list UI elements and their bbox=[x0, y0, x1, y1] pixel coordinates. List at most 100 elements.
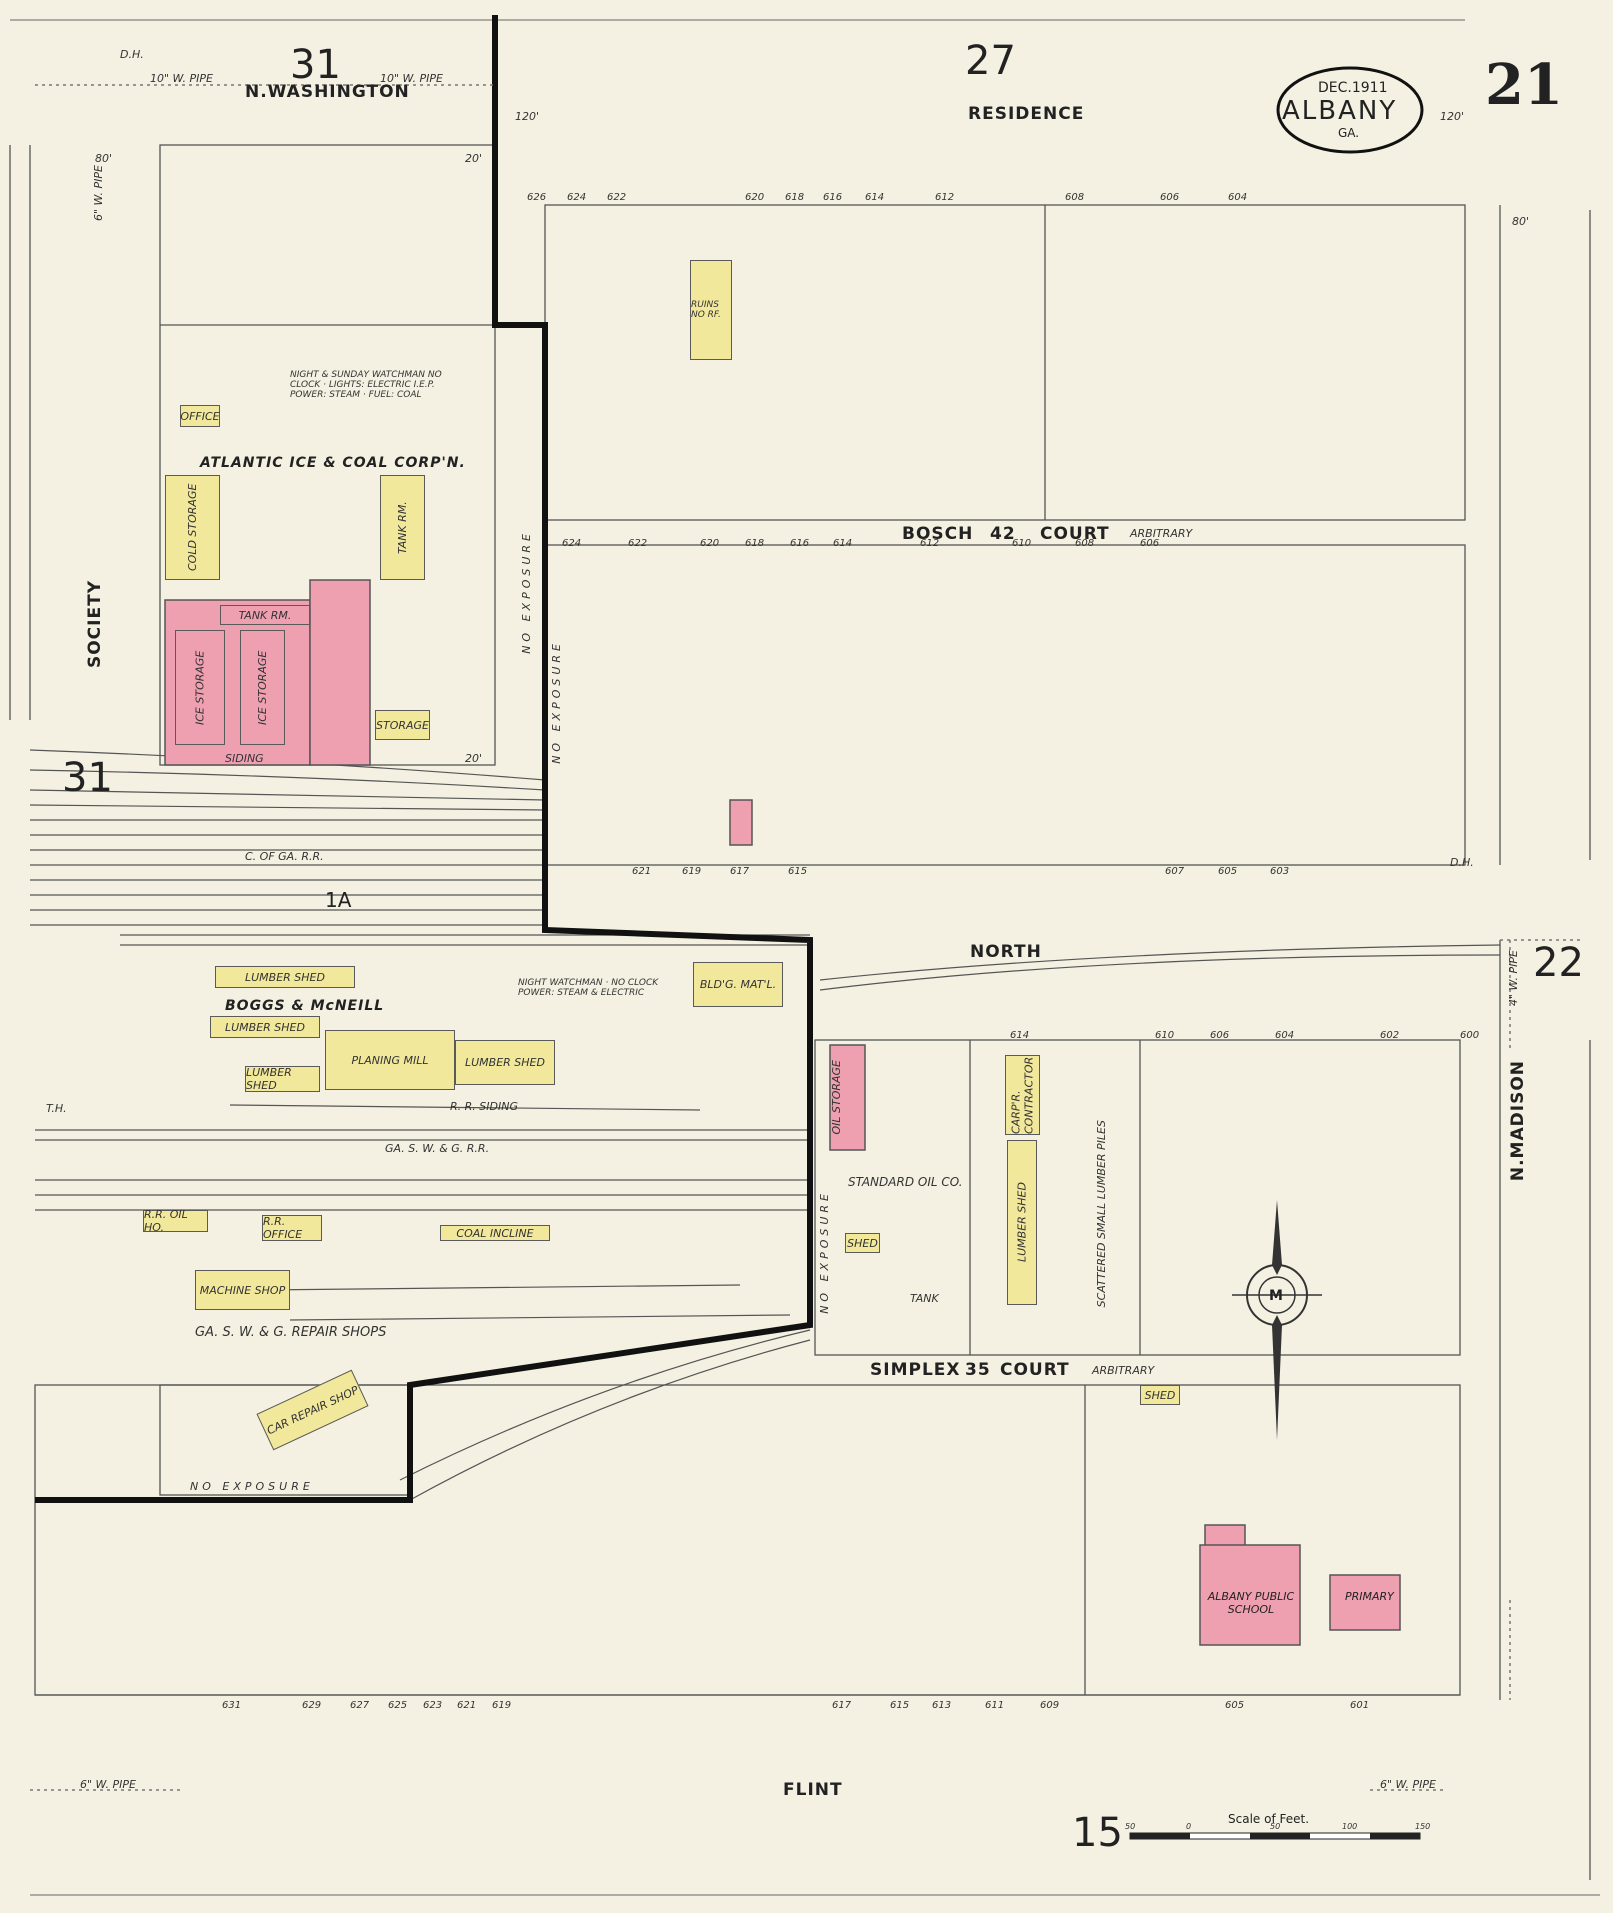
house-number: 604 bbox=[1228, 192, 1248, 203]
street-bosch-arbitrary: ARBITRARY bbox=[1130, 527, 1193, 540]
street-north: NORTH bbox=[970, 942, 1042, 962]
adjacent-sheet-top-center: 27 bbox=[965, 38, 1016, 84]
house-number: 606 bbox=[1210, 1030, 1230, 1041]
house-number: 604 bbox=[1275, 1030, 1295, 1041]
house-number: 624 bbox=[567, 192, 587, 203]
house-number: 615 bbox=[788, 866, 808, 877]
dimension-120-right: 120' bbox=[1440, 110, 1465, 123]
primary-school-label: PRIMARY bbox=[1345, 1590, 1394, 1603]
residence-label: RESIDENCE bbox=[968, 104, 1085, 124]
rr-oil-house: R.R. OIL HO. bbox=[143, 1208, 208, 1234]
tank-label: TANK bbox=[910, 1292, 939, 1305]
dimension-20-mid: 20' bbox=[465, 752, 483, 765]
no-exposure-bottom: NO EXPOSURE bbox=[190, 1480, 314, 1493]
tank-room-right: TANK RM. bbox=[380, 475, 425, 580]
simplex-shed: SHED bbox=[1140, 1385, 1180, 1405]
house-number: 603 bbox=[1270, 866, 1290, 877]
albany-public-school-label: ALBANY PUBLIC SCHOOL bbox=[1207, 1590, 1295, 1616]
house-number: 602 bbox=[1380, 1030, 1400, 1041]
lumber-shed-4: LUMBER SHED bbox=[455, 1040, 555, 1085]
lumber-shed-2: LUMBER SHED bbox=[210, 1016, 320, 1038]
atlantic-ice-label: ATLANTIC ICE & COAL CORP'N. bbox=[200, 455, 466, 471]
house-number: 622 bbox=[607, 192, 627, 203]
scale-tick-4: 150 bbox=[1415, 1822, 1431, 1831]
street-simplex: SIMPLEX bbox=[870, 1360, 961, 1380]
dh-marker-top: D.H. bbox=[120, 48, 144, 61]
dimension-120-top: 120' bbox=[515, 110, 540, 123]
pipe-label-washington-east: 10" W. PIPE bbox=[380, 72, 443, 85]
office-building-atlantic: OFFICE bbox=[180, 405, 220, 427]
house-number: 618 bbox=[745, 538, 765, 549]
scale-tick-1: 0 bbox=[1186, 1822, 1192, 1831]
adjacent-sheet-left: 31 bbox=[62, 755, 113, 801]
street-bosch: BOSCH bbox=[902, 524, 974, 544]
house-number: 605 bbox=[1218, 866, 1238, 877]
scale-tick-2: 50 bbox=[1270, 1822, 1281, 1831]
house-number: 623 bbox=[423, 1700, 443, 1711]
house-number: 608 bbox=[1075, 538, 1095, 549]
no-exposure-vertical-3: NO EXPOSURE bbox=[818, 1190, 831, 1314]
scale-title: Scale of Feet. bbox=[1228, 1812, 1310, 1826]
street-simplex-number: 35 bbox=[965, 1360, 991, 1380]
watchman-note: NIGHT & SUNDAY WATCHMAN NO CLOCK · LIGHT… bbox=[290, 370, 442, 400]
house-number: 608 bbox=[1065, 192, 1085, 203]
no-exposure-vertical-2: NO EXPOSURE bbox=[550, 640, 563, 764]
house-number: 614 bbox=[833, 538, 853, 549]
house-number: 616 bbox=[823, 192, 843, 203]
ga-sw-gr-label: GA. S. W. & G. R.R. bbox=[385, 1142, 490, 1155]
no-exposure-vertical-1: NO EXPOSURE bbox=[520, 530, 533, 654]
c-of-ga-rr-label: C. OF GA. R.R. bbox=[245, 850, 324, 863]
machine-shop: MACHINE SHOP bbox=[195, 1270, 290, 1310]
street-n-madison: N.MADISON bbox=[1508, 1060, 1528, 1182]
lumber-shed-3: LUMBER SHED bbox=[245, 1066, 320, 1092]
scattered-lumber-label: SCATTERED SMALL LUMBER PILES bbox=[1095, 1120, 1108, 1308]
pipe-label-madison: 4" W. PIPE bbox=[1507, 950, 1520, 1006]
house-number: 614 bbox=[1010, 1030, 1030, 1041]
house-number: 610 bbox=[1012, 538, 1032, 549]
rr-siding-label: R. R. SIDING bbox=[450, 1100, 518, 1113]
oil-storage-label: OIL STORAGE bbox=[830, 1060, 843, 1135]
storage-building: STORAGE bbox=[375, 710, 430, 740]
house-number: 605 bbox=[1225, 1700, 1245, 1711]
house-number: 612 bbox=[935, 192, 955, 203]
compass-rose-icon: M bbox=[1232, 1200, 1322, 1440]
cold-storage-building: COLD STORAGE bbox=[165, 475, 220, 580]
dimension-20-top: 20' bbox=[465, 152, 483, 165]
sheet-city: ALBANY bbox=[1282, 96, 1398, 126]
lumber-shed-5: LUMBER SHED bbox=[1007, 1140, 1037, 1305]
lumber-shed-1: LUMBER SHED bbox=[215, 966, 355, 988]
house-number: 622 bbox=[628, 538, 648, 549]
coal-incline: COAL INCLINE bbox=[440, 1225, 550, 1241]
house-number: 625 bbox=[388, 1700, 408, 1711]
house-number: 610 bbox=[1155, 1030, 1175, 1041]
dimension-80-society: 80' bbox=[95, 152, 113, 165]
tank-room-building: TANK RM. bbox=[220, 605, 310, 625]
adjacent-sheet-top-left: 31 bbox=[290, 42, 341, 88]
scale-tick-0: 50 bbox=[1125, 1822, 1136, 1831]
house-number: 629 bbox=[302, 1700, 322, 1711]
street-flint: FLINT bbox=[783, 1780, 843, 1800]
house-number: 621 bbox=[457, 1700, 477, 1711]
dimension-80-madison: 80' bbox=[1512, 215, 1530, 228]
house-number: 612 bbox=[920, 538, 940, 549]
street-society: SOCIETY bbox=[85, 580, 105, 669]
house-number: 617 bbox=[730, 866, 750, 877]
pipe-label-flint-west: 6" W. PIPE bbox=[80, 1778, 136, 1791]
scale-bar bbox=[1129, 1832, 1421, 1840]
house-number: 627 bbox=[350, 1700, 370, 1711]
street-simplex-arbitrary: ARBITRARY bbox=[1092, 1364, 1155, 1377]
th-marker: T.H. bbox=[46, 1102, 67, 1115]
house-number: 601 bbox=[1350, 1700, 1370, 1711]
house-number: 617 bbox=[832, 1700, 852, 1711]
pipe-label-society: 6" W. PIPE bbox=[92, 165, 105, 221]
night-watchman-note: NIGHT WATCHMAN · NO CLOCK POWER: STEAM &… bbox=[518, 978, 659, 998]
house-number: 613 bbox=[932, 1700, 952, 1711]
siding-label: SIDING bbox=[225, 752, 264, 765]
adjacent-sheet-bottom: 15 bbox=[1072, 1810, 1123, 1856]
carpenter-contractor: CARP'R. CONTRACTOR bbox=[1005, 1055, 1040, 1135]
planing-mill: PLANING MILL bbox=[325, 1030, 455, 1090]
dh-marker-right: D.H. bbox=[1450, 856, 1474, 869]
house-number: 618 bbox=[785, 192, 805, 203]
pipe-label-flint-east: 6" W. PIPE bbox=[1380, 1778, 1436, 1791]
house-number: 600 bbox=[1460, 1030, 1480, 1041]
